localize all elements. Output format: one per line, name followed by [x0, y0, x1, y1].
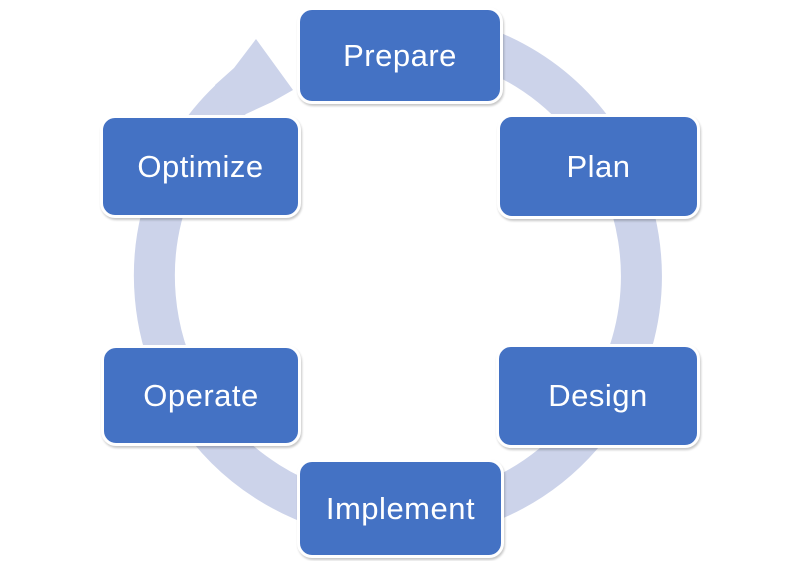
- node-implement: Implement: [297, 459, 504, 558]
- node-operate: Operate: [101, 345, 301, 446]
- node-optimize-label: Optimize: [137, 148, 264, 184]
- node-plan-label: Plan: [566, 148, 631, 184]
- node-design-label: Design: [548, 378, 648, 413]
- node-prepare-label: Prepare: [343, 37, 457, 73]
- node-prepare: Prepare: [297, 7, 503, 104]
- node-optimize: Optimize: [100, 115, 301, 218]
- cycle-arrow-head-icon: [215, 39, 293, 123]
- node-implement-label: Implement: [325, 490, 476, 526]
- node-design: Design: [496, 344, 700, 448]
- node-operate-label: Operate: [143, 377, 259, 413]
- node-plan: Plan: [497, 114, 700, 219]
